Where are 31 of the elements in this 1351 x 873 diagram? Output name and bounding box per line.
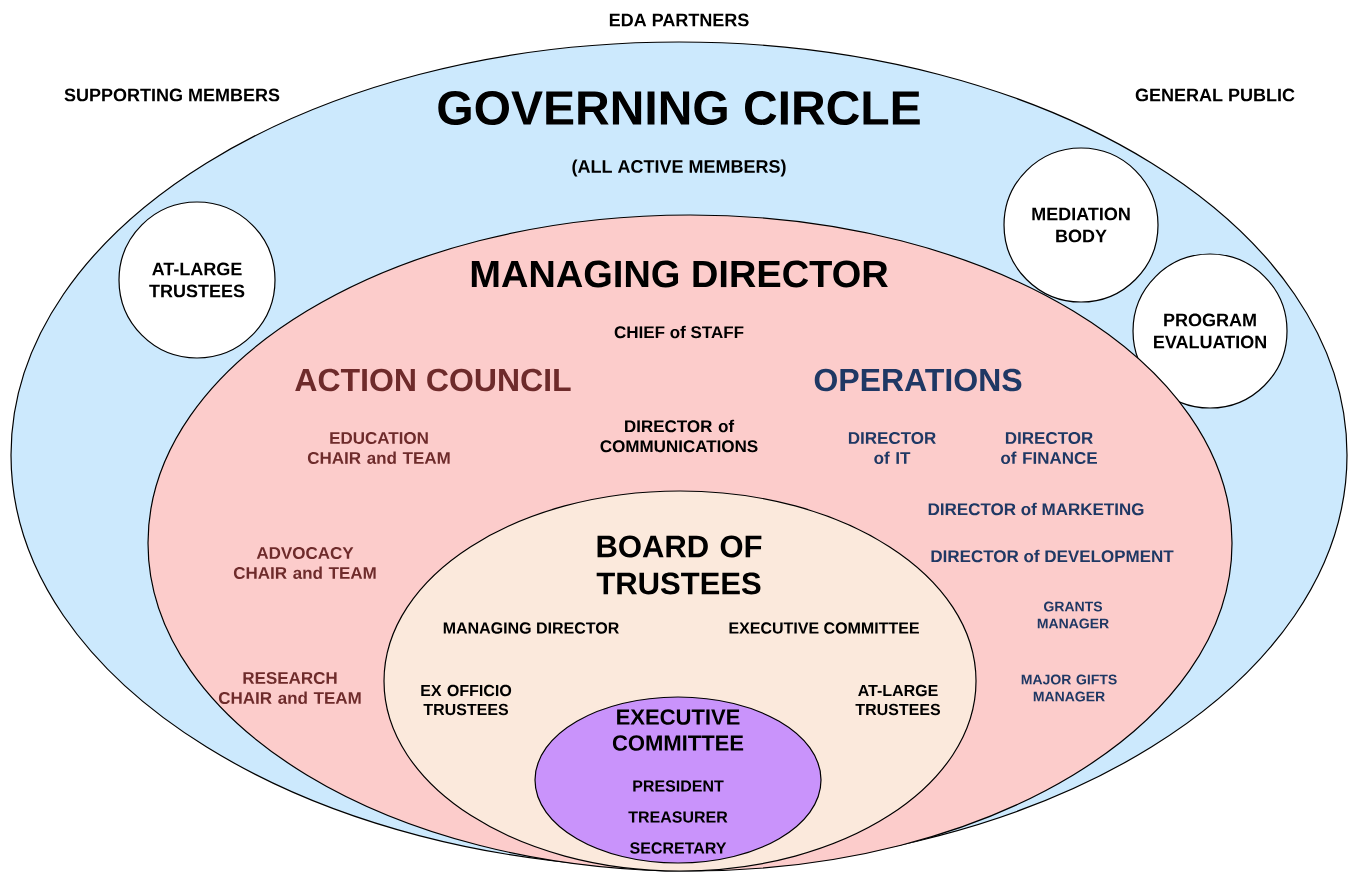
role-label: DIRECTOR of COMMUNICATIONS bbox=[600, 419, 758, 453]
role-label: AT-LARGE TRUSTEES bbox=[855, 684, 941, 716]
heading: MANAGING DIRECTOR bbox=[471, 260, 888, 288]
role-label: ADVOCACY CHAIR and TEAM bbox=[233, 547, 376, 580]
heading: BOARD OF TRUSTEES bbox=[596, 535, 762, 595]
subheading: (ALL ACTIVE MEMBERS) bbox=[572, 159, 786, 177]
heading: GOVERNING CIRCLE bbox=[438, 91, 920, 125]
role-label: EX OFFICIO TRUSTEES bbox=[421, 684, 512, 716]
role-label: AT-LARGE TRUSTEES bbox=[149, 262, 245, 298]
role-label: SECRETARY bbox=[630, 842, 727, 854]
role-label: PROGRAM EVALUATION bbox=[1154, 313, 1266, 349]
role-label: MEDIATION BODY bbox=[1032, 207, 1130, 243]
role-label: CHIEF of STAFF bbox=[614, 325, 744, 339]
role-label: EXECUTIVE COMMITTEE bbox=[729, 622, 919, 634]
outer-label: EDA PARTNERS bbox=[609, 13, 749, 27]
outer-label: GENERAL PUBLIC bbox=[1135, 88, 1295, 102]
role-label: GRANTS MANAGER bbox=[1037, 601, 1109, 629]
role-label: DIRECTOR of MARKETING bbox=[928, 502, 1144, 516]
role-label: RESEARCH CHAIR and TEAM bbox=[218, 672, 361, 705]
role-label: MAJOR GIFTS MANAGER bbox=[1021, 674, 1117, 702]
heading: EXECUTIVE COMMITTEE bbox=[612, 709, 744, 751]
group-heading: OPERATIONS bbox=[814, 368, 1022, 392]
role-label: DIRECTOR of FINANCE bbox=[1001, 432, 1097, 465]
group-heading: ACTION COUNCIL bbox=[295, 368, 571, 392]
role-label: MANAGING DIRECTOR bbox=[443, 622, 619, 634]
role-label: TREASURER bbox=[628, 811, 728, 823]
role-label: DIRECTOR of IT bbox=[848, 432, 936, 465]
role-label: DIRECTOR of DEVELOPMENT bbox=[931, 549, 1174, 563]
role-label: EDUCATION CHAIR and TEAM bbox=[307, 432, 450, 465]
role-label: PRESIDENT bbox=[633, 780, 724, 792]
outer-label: SUPPORTING MEMBERS bbox=[64, 88, 280, 102]
